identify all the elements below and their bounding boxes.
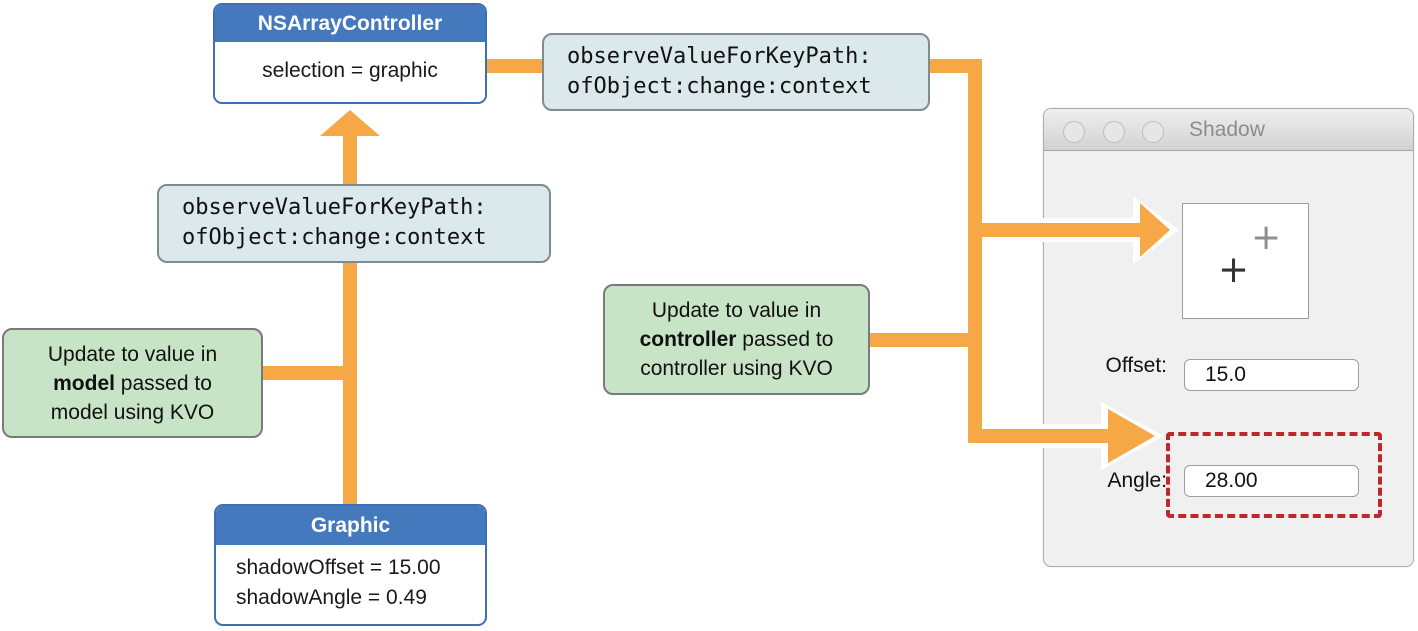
arrowhead-to-canvas [1140,203,1170,257]
window-minimize-button[interactable] [1103,121,1125,143]
note-line3: model using KVO [50,400,215,424]
observe-method-box-controller: observeValueForKeyPath: ofObject:change:… [542,33,930,111]
observe-method-line1: observeValueForKeyPath: [567,44,872,69]
note-line1: Update to value in [651,299,822,322]
window-close-button[interactable] [1063,121,1085,143]
note-line2: controller passed to [639,328,834,351]
nsarraycontroller-title: NSArrayController [215,5,485,42]
shadow-crosshair-icon: + [1251,217,1282,258]
graphic-shadow-angle-text: shadowAngle = 0.49 [236,586,427,609]
arrowhead-to-angle [1108,409,1155,463]
note-line2: model passed to [53,371,212,395]
window-zoom-button[interactable] [1142,121,1164,143]
nsarraycontroller-selection-text: selection = graphic [215,42,485,100]
note-model-update: Update to value in model passed to model… [2,328,263,438]
angle-input[interactable] [1184,465,1359,497]
offset-label: Offset: [1105,354,1167,377]
object-crosshair-icon[interactable]: + [1218,248,1250,291]
graphic-shadow-offset-text: shadowOffset = 15.00 [236,556,441,579]
observe-method-line2: ofObject:change:context [567,74,872,99]
arrowhead-up-to-controller [320,110,380,136]
note-controller-update: Update to value in controller passed to … [603,284,870,395]
observe-method-box-model: observeValueForKeyPath: ofObject:change:… [157,184,551,263]
window-title: Shadow [1189,118,1265,141]
graphic-model-node: Graphic shadowOffset = 15.00 shadowAngle… [214,504,487,626]
shadow-preview-canvas[interactable]: + + [1182,203,1309,319]
offset-input[interactable] [1184,359,1359,391]
observe-method-line1: observeValueForKeyPath: [182,195,487,220]
note-line1: Update to value in [47,342,218,366]
shadow-inspector-window: Shadow + + Offset: Angle: [1043,108,1414,567]
window-titlebar[interactable]: Shadow [1044,109,1413,151]
observe-method-line2: ofObject:change:context [182,225,487,250]
nsarraycontroller-node: NSArrayController selection = graphic [213,3,487,104]
graphic-title: Graphic [216,506,485,545]
angle-label: Angle: [1107,469,1167,492]
angle-field-highlight-border [1166,432,1382,518]
note-line3: controller using KVO [640,357,833,380]
